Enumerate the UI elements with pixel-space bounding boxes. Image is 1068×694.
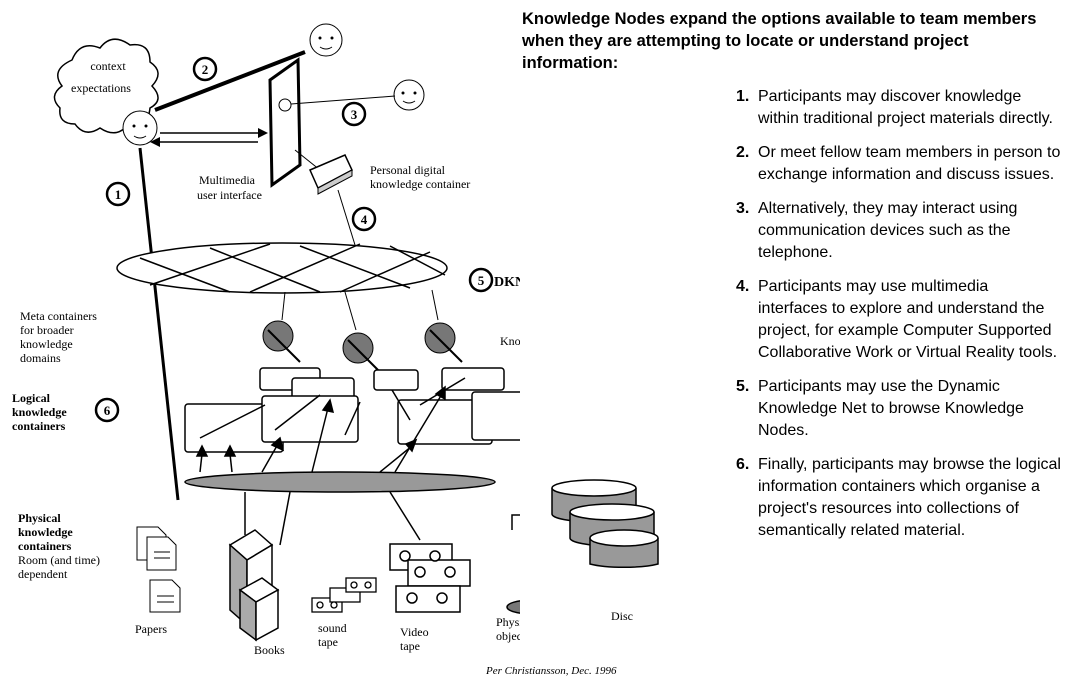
knowledge-node-3 (424, 289, 463, 363)
point-text: Finally, participants may browse the log… (758, 456, 1061, 539)
point-text: Participants may discover knowledge with… (758, 88, 1053, 127)
svg-text:2: 2 (202, 62, 209, 77)
marker-2: 2 (192, 56, 218, 82)
video-tape-label-1: Video (400, 625, 429, 639)
point-number: 1. (736, 88, 750, 105)
multimedia-label-1: Multimedia (199, 173, 256, 187)
knowledge-node-1 (262, 291, 301, 363)
knowledge-node-2 (342, 291, 379, 371)
marker-1: 1 (105, 181, 131, 207)
point-text: Alternatively, they may interact using c… (758, 200, 1018, 261)
room-label-2: dependent (18, 567, 68, 581)
physical-label-2: knowledge (18, 525, 73, 539)
books-label: Books (254, 643, 285, 657)
logical-label-3: containers (12, 419, 66, 433)
dkn-label: DKN (494, 275, 520, 290)
svg-text:3: 3 (351, 107, 358, 122)
physical-objects-label-2: objects (496, 629, 520, 643)
svg-text:6: 6 (104, 403, 111, 418)
cloud-text-1: context (90, 59, 126, 73)
svg-text:1: 1 (115, 187, 122, 202)
marker-3: 3 (341, 101, 367, 127)
point-number: 5. (736, 378, 750, 395)
list-item: 6. Finally, participants may browse the l… (736, 454, 1062, 542)
papers-icon (136, 526, 181, 613)
marker-5: 5 (468, 267, 494, 293)
participant-face-right (393, 79, 425, 111)
point-text: Participants may use the Dynamic Knowled… (758, 378, 1024, 439)
logical-label-1: Logical (12, 391, 51, 405)
point-number: 4. (736, 278, 750, 295)
marker-4: 4 (351, 206, 377, 232)
disc-overlay: Disc (551, 479, 659, 623)
video-tape-icon (389, 543, 471, 613)
svg-text:4: 4 (361, 212, 368, 227)
marker-6: 6 (94, 397, 120, 423)
author-credit: Per Christiansson, Dec. 1996 (486, 665, 617, 677)
meta-label-3: knowledge (20, 337, 73, 351)
sound-tape-icon (311, 577, 377, 613)
papers-label: Papers (135, 622, 167, 636)
list-item: 2. Or meet fellow team members in person … (736, 142, 1062, 186)
point-text: Or meet fellow team members in person to… (758, 144, 1061, 183)
multimedia-screen (268, 57, 302, 188)
pdkc-label-2: knowledge container (370, 177, 470, 191)
disc-label-overlay: Disc (611, 609, 633, 623)
physical-label-3: containers (18, 539, 72, 553)
multimedia-label-2: user interface (197, 188, 262, 202)
books-icon (228, 529, 280, 642)
list-item: 3. Alternatively, they may interact using… (736, 198, 1062, 264)
cloud-text-2: expectations (71, 81, 131, 95)
list-item: 5. Participants may use the Dynamic Knowl… (736, 376, 1062, 442)
point-text: Participants may use multimedia interfac… (758, 278, 1058, 361)
physical-label-1: Physical (18, 511, 61, 525)
point-number: 6. (736, 456, 750, 473)
point-number: 2. (736, 144, 750, 161)
participant-face-top (309, 23, 343, 57)
logical-label-2: knowledge (12, 405, 67, 419)
page-heading: Knowledge Nodes expand the options avail… (522, 10, 1037, 72)
list-item: 4. Participants may use multimedia interf… (736, 276, 1062, 364)
physical-slab (184, 471, 496, 493)
points-list: 1. Participants may discover knowledge wi… (736, 86, 1062, 554)
participant-face-main (122, 110, 158, 146)
video-tape-label-2: tape (400, 639, 420, 653)
point-number: 3. (736, 200, 750, 217)
physical-objects-label-1: Physical (496, 615, 520, 629)
list-item: 1. Participants may discover knowledge wi… (736, 86, 1062, 130)
svg-text:5: 5 (478, 273, 485, 288)
text-panel: Knowledge Nodes expand the options avail… (522, 8, 1062, 539)
physical-objects-icon (506, 514, 558, 615)
meta-label-1: Meta containers (20, 309, 97, 323)
knowledge-nodes-diagram: context expectations (0, 0, 675, 689)
meta-label-2: for broader (20, 323, 74, 337)
pdkc-label-1: Personal digital (370, 163, 446, 177)
meta-label-4: domains (20, 351, 61, 365)
dkn-links (139, 243, 446, 293)
sound-tape-label-2: tape (318, 635, 338, 649)
knowledge-nodes-label: Knowledge Nodes (500, 334, 520, 348)
room-label-1: Room (and time) (18, 553, 100, 567)
sound-tape-label-1: sound (318, 621, 347, 635)
